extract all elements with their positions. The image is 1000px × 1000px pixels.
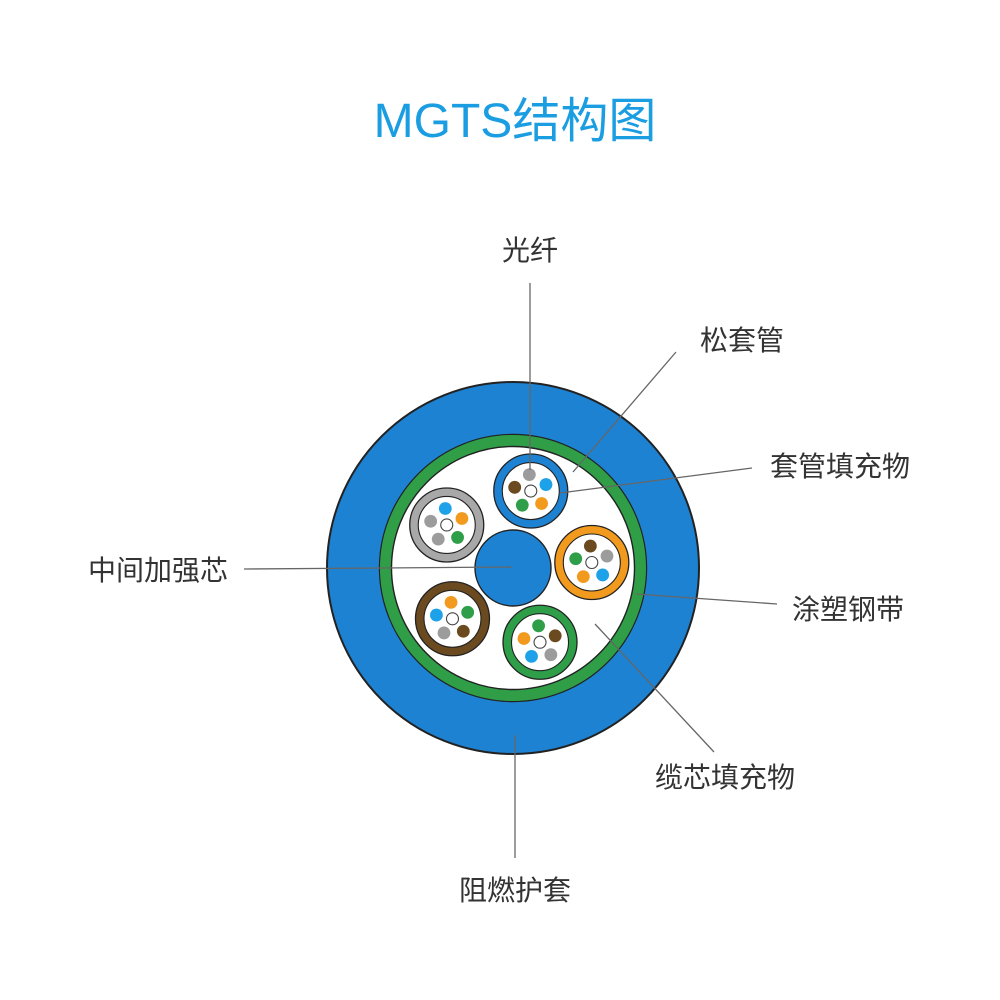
optical-fiber-center: [524, 484, 538, 498]
optical-fiber: [424, 514, 438, 528]
loose-tube: [554, 524, 630, 601]
optical-fiber: [583, 539, 597, 553]
optical-fiber: [437, 626, 451, 640]
label-strength-member: 中间加强芯: [88, 554, 228, 587]
central-strength-member: [474, 529, 552, 607]
label-fiber: 光纤: [502, 234, 558, 267]
diagram-title: MGTS结构图: [374, 95, 657, 148]
optical-fiber-center: [585, 555, 599, 570]
optical-fiber: [444, 595, 458, 609]
label-tube-filler: 套管填充物: [770, 450, 910, 483]
optical-fiber-center: [445, 612, 460, 626]
optical-fiber: [548, 629, 562, 643]
optical-fiber: [539, 478, 553, 491]
loose-tube: [409, 487, 485, 563]
optical-fiber: [508, 480, 522, 494]
label-steel-tape: 涂塑钢带: [792, 593, 904, 626]
optical-fiber: [456, 624, 470, 638]
optical-fiber: [451, 531, 464, 544]
optical-fiber: [522, 468, 536, 481]
label-core-filler: 缆芯填充物: [655, 761, 795, 794]
optical-fiber: [438, 502, 452, 515]
label-loose-tube: 松套管: [700, 324, 784, 357]
leader-line-tube-filler: [559, 467, 753, 494]
optical-fiber: [596, 568, 610, 582]
component-labels: 光纤 松套管 套管填充物 中间加强芯 涂塑钢带 缆芯填充物 阻燃护套: [88, 234, 910, 907]
optical-fiber: [600, 549, 614, 563]
optical-fiber: [576, 570, 590, 584]
loose-tube: [414, 581, 491, 657]
optical-fiber: [544, 648, 558, 662]
leader-line-strength-member: [243, 566, 512, 570]
optical-fiber: [430, 608, 443, 622]
optical-fiber: [461, 605, 475, 619]
optical-fiber: [525, 649, 538, 663]
optical-fiber: [569, 552, 583, 566]
optical-fiber-center: [533, 635, 547, 649]
optical-fiber: [517, 632, 531, 645]
leader-lines: [243, 283, 778, 858]
loose-tube-group: [409, 453, 630, 680]
optical-fiber: [535, 497, 548, 510]
optical-fiber: [532, 619, 545, 633]
label-sheath: 阻燃护套: [459, 874, 571, 907]
leader-line-core-filler: [594, 623, 715, 753]
leader-line-loose-tube: [572, 351, 677, 473]
loose-tube: [493, 453, 569, 529]
loose-tube: [502, 604, 578, 680]
optical-fiber-center: [440, 518, 454, 532]
optical-fiber: [515, 498, 529, 512]
optical-fiber: [455, 512, 469, 525]
cable-cross-section: [326, 381, 700, 755]
leader-line-steel-tape: [635, 593, 778, 605]
optical-fiber: [431, 532, 445, 546]
